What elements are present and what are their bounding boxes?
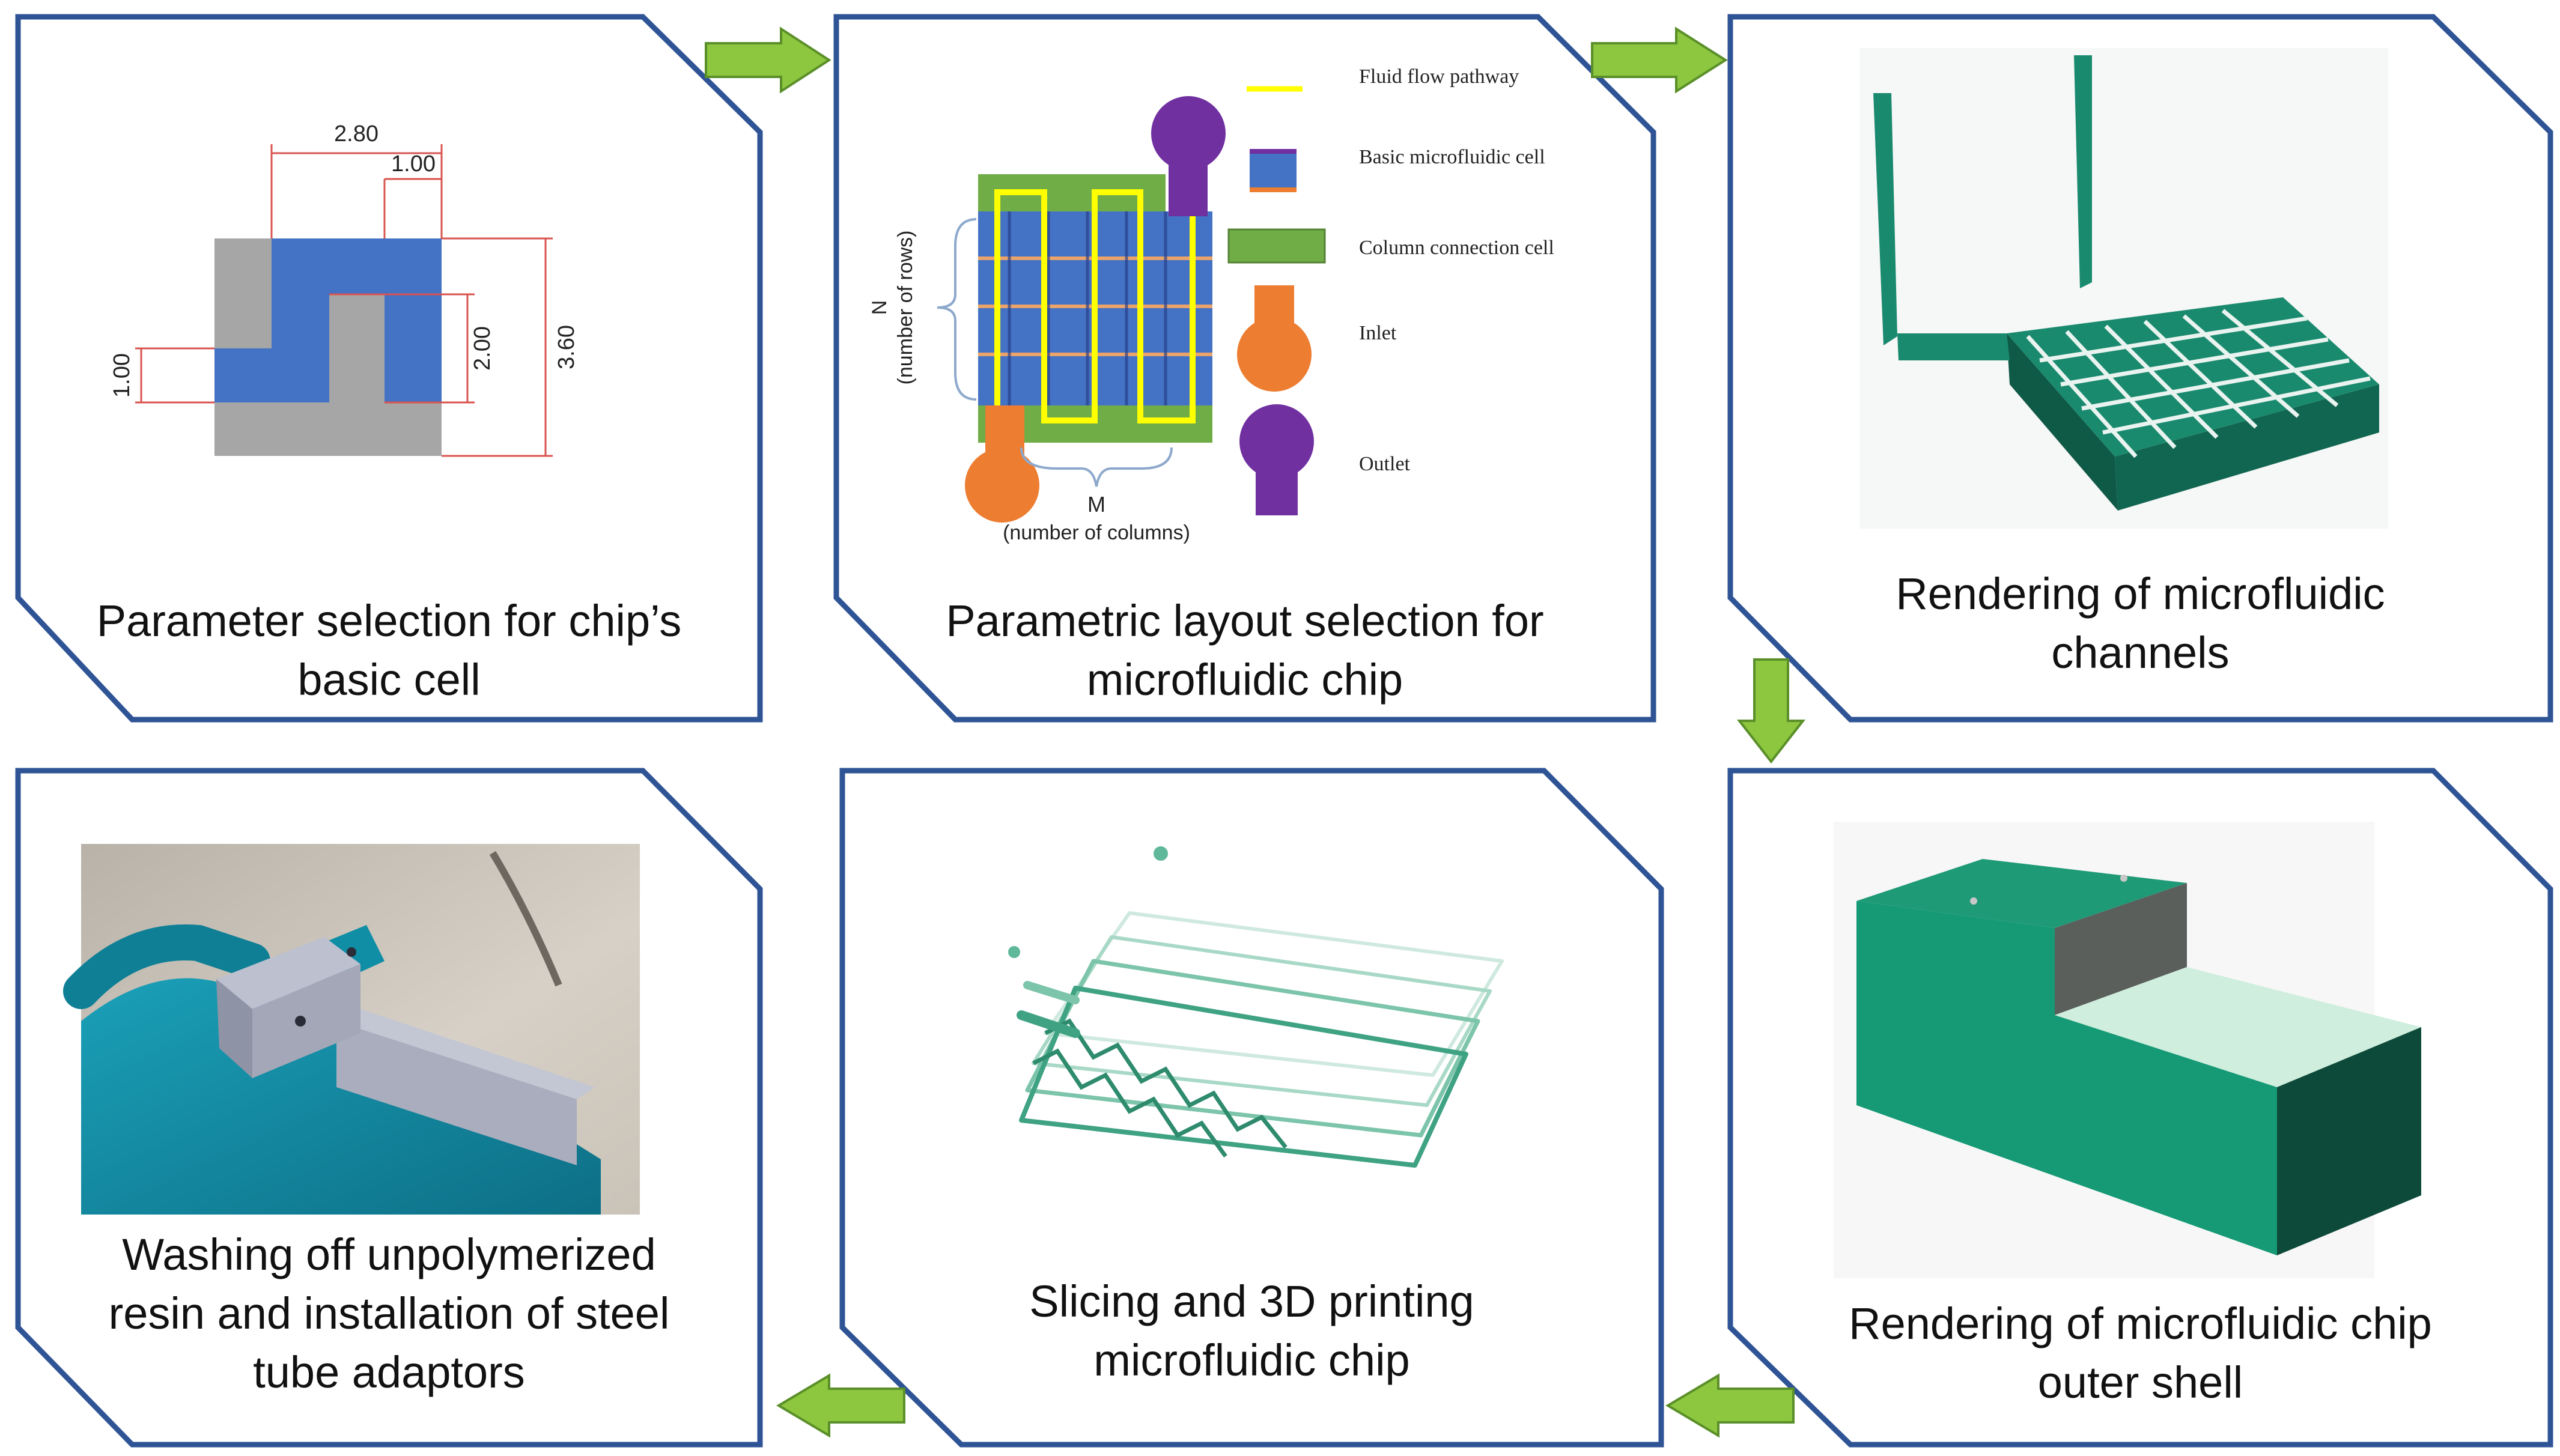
legend-label-3: Inlet	[1359, 322, 1397, 344]
caption-step-5: Slicing and 3D printing microfluidic chi…	[842, 1272, 1661, 1390]
cell-blue-channel	[214, 238, 442, 402]
panel-frame-5	[839, 768, 1664, 1448]
caption-step-6: Washing off unpolymerized resin and inst…	[18, 1225, 760, 1402]
channels-render	[1859, 48, 2388, 529]
printed-chip-photo	[63, 844, 640, 1215]
legend-label-4: Outlet	[1359, 453, 1411, 475]
outlet-port	[1151, 96, 1226, 171]
dim-inner-height: 2.00	[470, 326, 495, 371]
caption-step-6-line-2: resin and installation of steel	[108, 1288, 670, 1338]
n-brace	[937, 218, 977, 401]
parametric-layout-drawing: N (number of rows) M (number of columns)…	[868, 65, 1554, 544]
caption-step-2-line-2: microfluidic chip	[1086, 655, 1403, 705]
m-desc: (number of columns)	[1003, 521, 1190, 544]
m-brace	[1020, 447, 1173, 487]
caption-step-3-line-2: channels	[2051, 628, 2230, 678]
arrow-down-3	[1736, 658, 1806, 764]
arrow-left-4	[1665, 1373, 1795, 1438]
legend-label-2: Column connection cell	[1359, 237, 1554, 259]
tube-left	[1873, 93, 1897, 345]
caption-step-2: Parametric layout selection for microflu…	[836, 592, 1653, 709]
dim-left-height: 1.00	[109, 353, 135, 398]
caption-step-1-line-2: basic cell	[297, 655, 481, 705]
legend-blue-cell	[1250, 149, 1297, 192]
caption-step-6-line-3: tube adaptors	[253, 1347, 525, 1397]
tube-right	[2074, 55, 2092, 288]
caption-step-2-line-1: Parametric layout selection for	[946, 596, 1544, 646]
sliced-layers-render	[1008, 846, 1504, 1168]
arrow-right-1	[705, 26, 832, 94]
caption-step-4-line-2: outer shell	[2037, 1357, 2243, 1407]
basic-cell-drawing: 2.80 1.00 2.00 3.60 1.00	[109, 121, 579, 457]
m-label: M	[1087, 492, 1105, 517]
flow-arrows	[705, 26, 1806, 1438]
legend-label-0: Fluid flow pathway	[1359, 65, 1519, 88]
dim-width-top: 2.80	[334, 121, 379, 147]
legend: Fluid flow pathway Basic microfluidic ce…	[1227, 65, 1554, 515]
flow-path	[994, 189, 1196, 423]
n-label: N	[868, 300, 891, 315]
caption-step-5-line-1: Slicing and 3D printing	[1029, 1276, 1474, 1326]
caption-step-1: Parameter selection for chip’s basic cel…	[18, 592, 760, 709]
legend-label-1: Basic microfluidic cell	[1359, 146, 1545, 168]
arrow-left-5	[776, 1373, 905, 1438]
caption-step-5-line-2: microfluidic chip	[1093, 1335, 1410, 1385]
arrow-right-2	[1591, 26, 1728, 94]
caption-step-3-line-1: Rendering of microfluidic	[1896, 569, 2385, 619]
n-desc: (number of rows)	[894, 231, 917, 385]
inlet-port	[965, 448, 1039, 523]
shell-render	[1834, 822, 2421, 1278]
caption-step-1-line-1: Parameter selection for chip’s	[96, 596, 682, 646]
dim-notch: 1.00	[391, 151, 436, 177]
caption-step-3: Rendering of microfluidic channels	[1730, 565, 2550, 682]
legend-green-cell	[1227, 228, 1326, 264]
caption-step-4-line-1: Rendering of microfluidic chip	[1849, 1299, 2432, 1348]
dim-total-height: 3.60	[554, 325, 579, 369]
caption-step-6-line-1: Washing off unpolymerized	[122, 1230, 656, 1279]
caption-step-4: Rendering of microfluidic chip outer she…	[1730, 1294, 2550, 1412]
